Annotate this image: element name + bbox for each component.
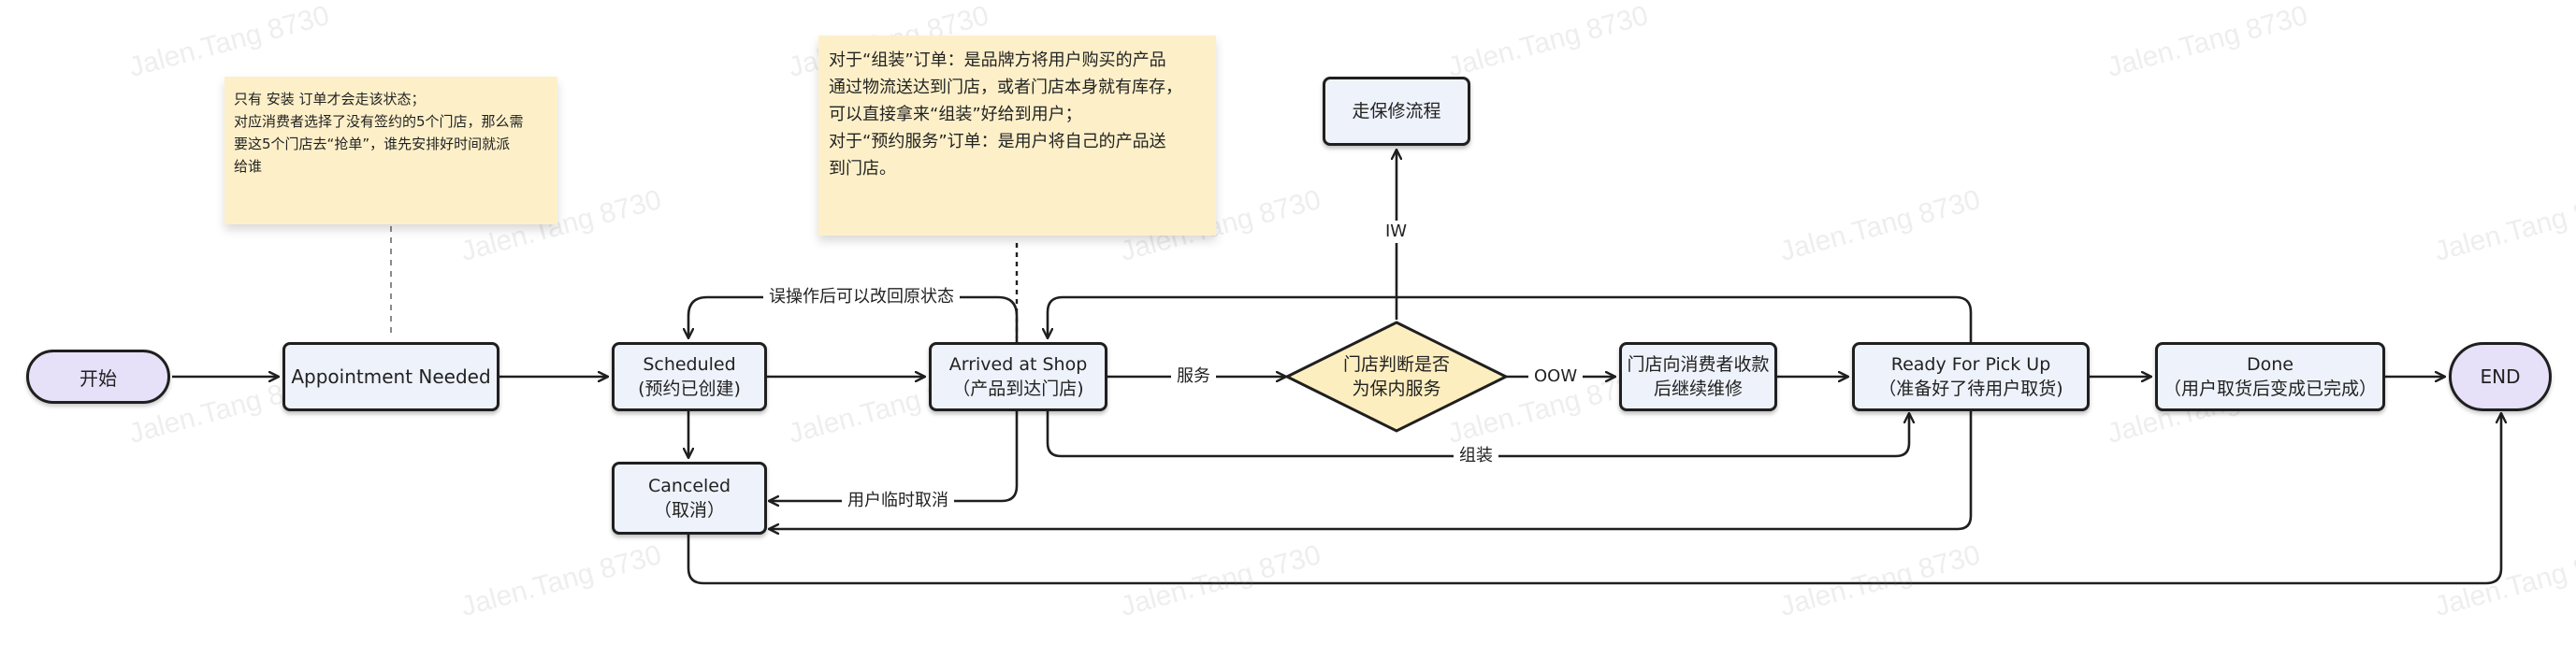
- canceled-label: Canceled: [647, 476, 731, 496]
- edge-label-user-cancel: 用户临时取消: [842, 490, 954, 512]
- start-label: 开始: [80, 366, 117, 390]
- charge-continue-node[interactable]: 门店向消费者收款 后继续维修: [1619, 342, 1777, 411]
- note2-line: 对于“组装”订单：是品牌方将用户购买的产品: [829, 50, 1166, 70]
- note2-line: 对于“预约服务”订单：是用户将自己的产品送: [829, 132, 1166, 151]
- note1-line: 给谁: [234, 158, 263, 175]
- done-sublabel: （用户取货后变成已完成）: [2163, 379, 2377, 399]
- note-install-only: 只有 安装 订单才会走该状态； 对应消费者选择了没有签约的5个门店，那么需 要这…: [224, 77, 557, 224]
- ready-sublabel: （准备好了待用户取货): [1878, 379, 2063, 399]
- edge-label-iw: IW: [1380, 221, 1413, 243]
- appointment-needed-label: Appointment Needed: [291, 365, 491, 388]
- canceled-sublabel: （取消）: [653, 500, 725, 521]
- edge-ready-canceled: [769, 411, 1973, 529]
- note2-line: 到门店。: [829, 159, 896, 179]
- charge-label: 门店向消费者收款: [1627, 354, 1770, 375]
- warranty-flow-node[interactable]: 走保修流程: [1323, 77, 1470, 146]
- note2-line: 通过物流送达到门店，或者门店本身就有库存，: [829, 78, 1182, 97]
- canceled-node[interactable]: Canceled （取消）: [612, 462, 767, 535]
- arrived-at-shop-node[interactable]: Arrived at Shop （产品到达门店): [929, 342, 1107, 411]
- scheduled-label: Scheduled: [643, 354, 736, 375]
- end-node[interactable]: END: [2449, 342, 2552, 411]
- scheduled-node[interactable]: Scheduled (预约已创建): [612, 342, 767, 411]
- edge-label-assemble: 组装: [1454, 445, 1498, 467]
- note1-line: 要这5个门店去“抢单”，谁先安排好时间就派: [234, 136, 511, 152]
- end-label: END: [2480, 365, 2521, 388]
- done-node[interactable]: Done （用户取货后变成已完成）: [2155, 342, 2385, 411]
- ready-for-pickup-node[interactable]: Ready For Pick Up （准备好了待用户取货): [1852, 342, 2090, 411]
- note-assemble-service: 对于“组装”订单：是品牌方将用户购买的产品 通过物流送达到门店，或者门店本身就有…: [818, 36, 1216, 236]
- charge-sublabel: 后继续维修: [1653, 379, 1743, 399]
- decision-label: 门店判断是否: [1342, 354, 1450, 375]
- warranty-label: 走保修流程: [1352, 101, 1441, 122]
- edge-label-oow: OOW: [1528, 365, 1584, 388]
- done-label: Done: [2247, 354, 2294, 375]
- edge-arrived-canceled: [769, 411, 1019, 501]
- start-node[interactable]: 开始: [26, 350, 170, 404]
- scheduled-sublabel: (预约已创建): [638, 379, 741, 399]
- decision-diamond: [1283, 321, 1510, 433]
- arrived-sublabel: （产品到达门店): [952, 379, 1084, 399]
- arrived-label: Arrived at Shop: [948, 354, 1088, 375]
- decision-sublabel: 为保内服务: [1352, 379, 1441, 399]
- note2-line: 可以直接拿来“组装”好给到用户；: [829, 105, 1082, 124]
- note1-line: 只有 安装 订单才会走该状态；: [234, 91, 426, 107]
- appointment-needed-node[interactable]: Appointment Needed: [282, 342, 499, 411]
- ready-label: Ready For Pick Up: [1890, 354, 2051, 375]
- edge-label-misoperation: 误操作后可以改回原状态: [763, 286, 960, 308]
- edge-label-service: 服务: [1171, 365, 1216, 388]
- edge-canceled-end: [687, 413, 2501, 585]
- note1-line: 对应消费者选择了没有签约的5个门店，那么需: [234, 113, 524, 130]
- decision-node[interactable]: 门店判断是否 为保内服务: [1310, 346, 1483, 408]
- edge-ready-arrived-loop: [1048, 295, 1973, 342]
